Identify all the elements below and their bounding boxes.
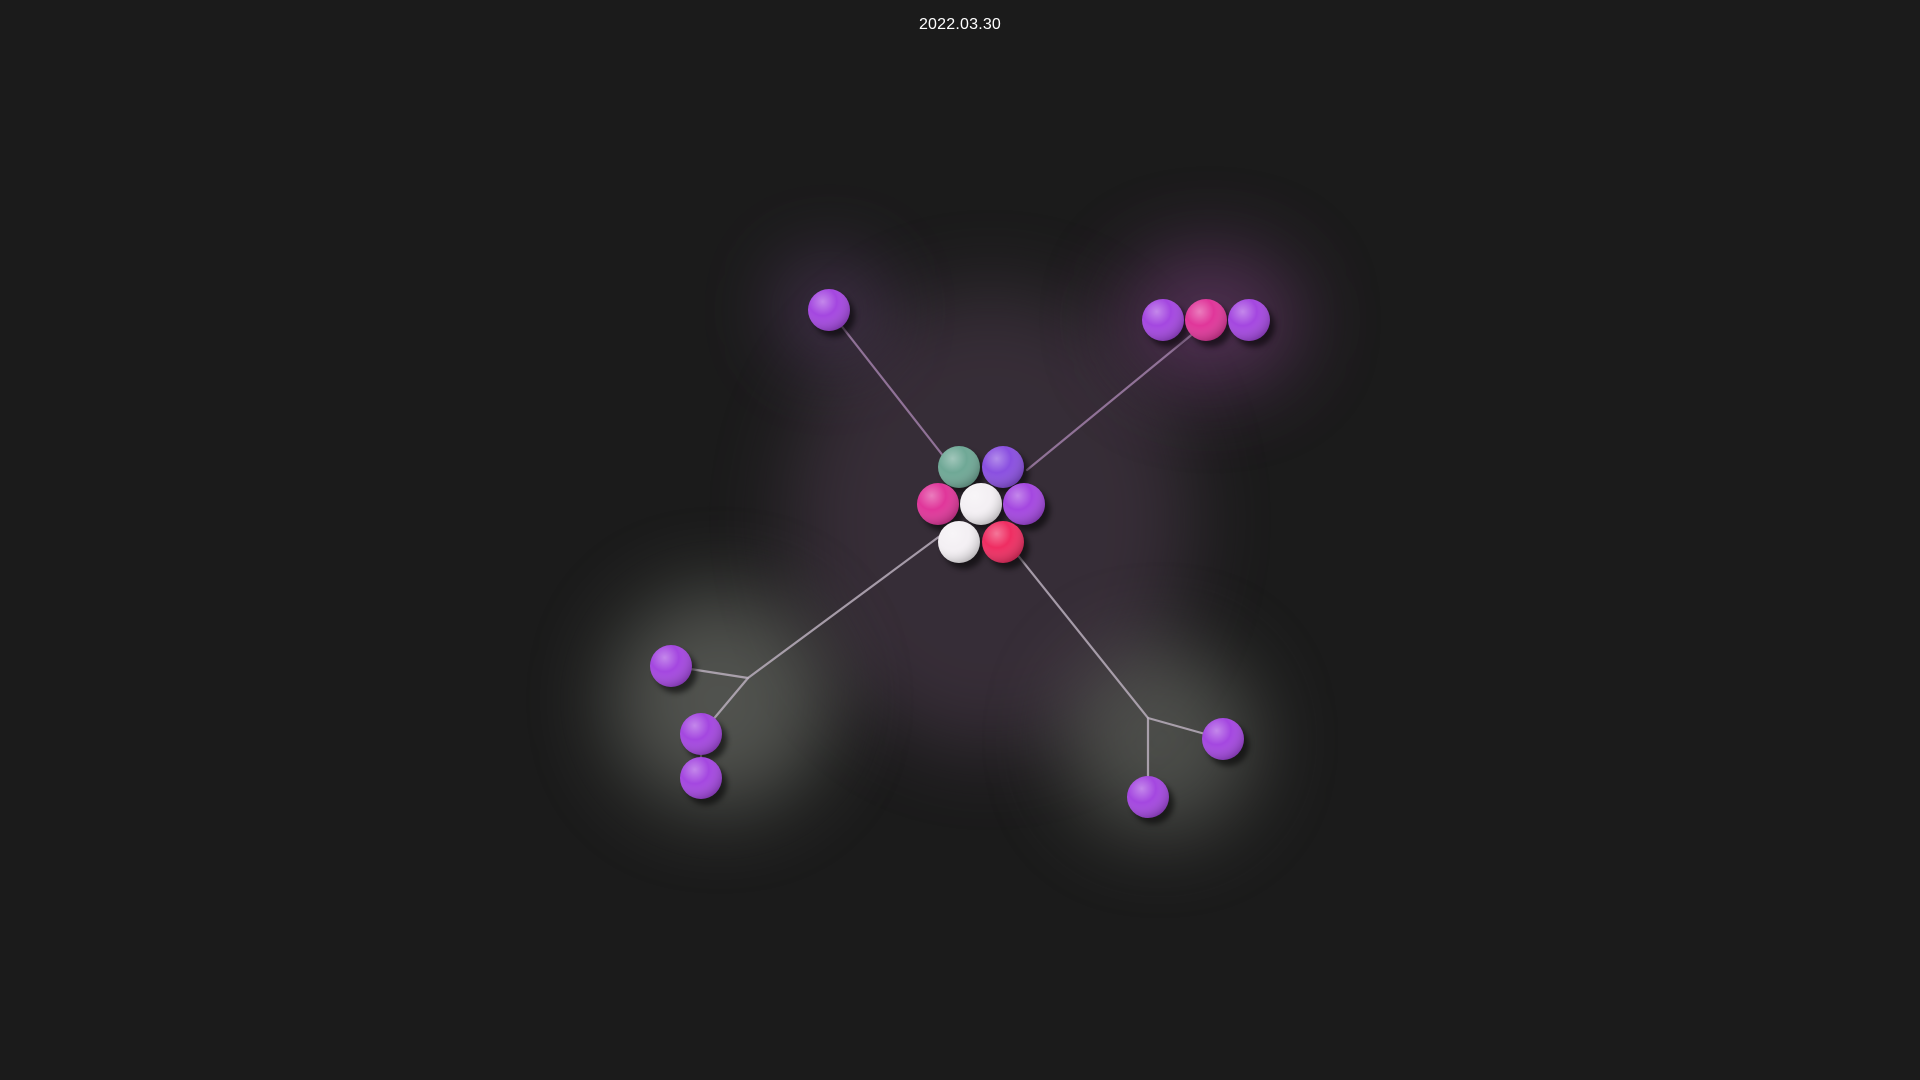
node-center-c-purple-shade	[1003, 483, 1045, 525]
node-center-c-magenta-shade	[917, 483, 959, 525]
bottom-right-glow	[1065, 645, 1255, 835]
node-center-c-teal[interactable]	[938, 446, 985, 494]
bottom-left-glow	[610, 590, 830, 810]
node-bottom-right-1-shade	[1127, 776, 1169, 818]
node-center-c-crimson-shade	[982, 521, 1024, 563]
node-center-c-white-1[interactable]	[960, 483, 1007, 531]
node-center-c-teal-shade	[938, 446, 980, 488]
node-top-right-2-shade	[1228, 299, 1270, 341]
node-center-c-magenta[interactable]	[917, 483, 964, 531]
edge-bottom-right-trunk	[1014, 551, 1150, 720]
node-top-right-1-shade	[1185, 299, 1227, 341]
date-label: 2022.03.30	[918, 16, 1002, 33]
node-bottom-right-0[interactable]	[1202, 718, 1249, 766]
node-center-c-white-2[interactable]	[938, 521, 985, 569]
node-bottom-left-1-shade	[680, 713, 722, 755]
node-top-right-0-shade	[1142, 299, 1184, 341]
node-center-c-purple[interactable]	[1003, 483, 1050, 531]
node-bottom-right-0-shade	[1202, 718, 1244, 760]
edge-bottom-left-trunk	[746, 531, 946, 680]
node-bottom-right-1[interactable]	[1127, 776, 1174, 824]
node-center-c-white-1-shade	[960, 483, 1002, 525]
node-center-c-violet[interactable]	[982, 446, 1029, 494]
edge-top-right-trunk	[1025, 330, 1197, 472]
node-top-left-0[interactable]	[808, 289, 855, 337]
edge-top-left-trunk	[827, 308, 946, 459]
node-center-c-white-2-shade	[938, 521, 980, 563]
node-bottom-left-2-shade	[680, 757, 722, 799]
node-top-right-1[interactable]	[1185, 299, 1232, 347]
node-center-c-violet-shade	[982, 446, 1024, 488]
node-top-right-2[interactable]	[1228, 299, 1275, 347]
node-center-c-crimson[interactable]	[982, 521, 1029, 569]
node-bottom-left-0[interactable]	[650, 645, 697, 693]
node-top-right-0[interactable]	[1142, 299, 1189, 347]
node-bottom-left-2[interactable]	[680, 757, 727, 805]
node-bottom-left-0-shade	[650, 645, 692, 687]
node-bottom-left-1[interactable]	[680, 713, 727, 761]
node-top-left-0-shade	[808, 289, 850, 331]
